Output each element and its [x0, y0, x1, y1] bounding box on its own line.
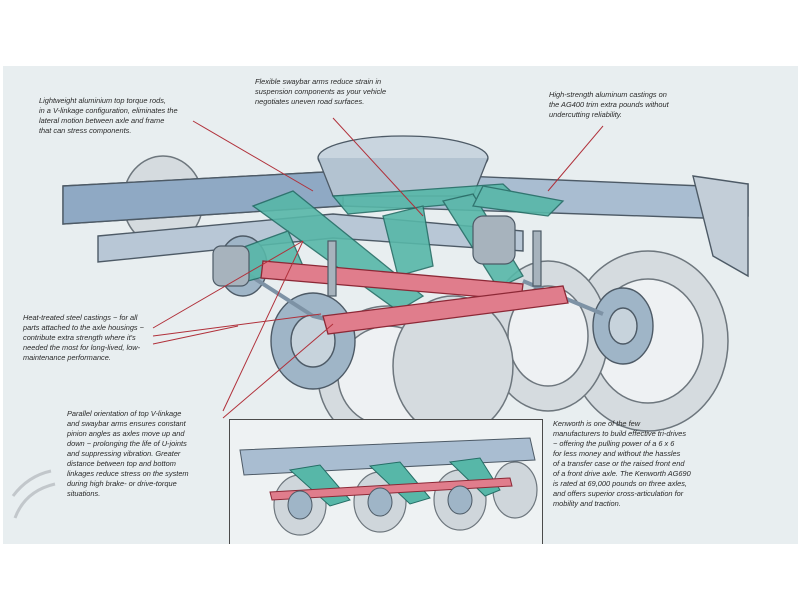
- caption-torque-rods: Lightweight aluminium top torque rods, i…: [39, 96, 178, 135]
- fifth-wheel: [317, 135, 489, 197]
- caption-aluminum-castings: High-strength aluminum castings on the A…: [549, 90, 669, 119]
- brochure-illustration: Lightweight aluminium top torque rods, i…: [3, 66, 798, 544]
- red-swaybar-arms: [260, 260, 569, 335]
- leader-lines: [152, 117, 604, 419]
- air-springs: [212, 215, 542, 297]
- caption-heat-treated-castings: Heat-treated steel castings ~ for all pa…: [23, 313, 145, 362]
- suspension-cutaway-drawing: [11, 117, 749, 519]
- caption-tri-drive: Kenworth is one of the few manufacturers…: [553, 419, 691, 508]
- logo-swoosh: [11, 469, 56, 519]
- tri-drive-inset-drawing: [229, 419, 543, 544]
- caption-parallel-orientation: Parallel orientation of top V-linkage an…: [67, 409, 189, 498]
- tri-drive-sketch: [239, 437, 538, 536]
- caption-sway-arms: Flexible swaybar arms reduce strain in s…: [255, 77, 387, 106]
